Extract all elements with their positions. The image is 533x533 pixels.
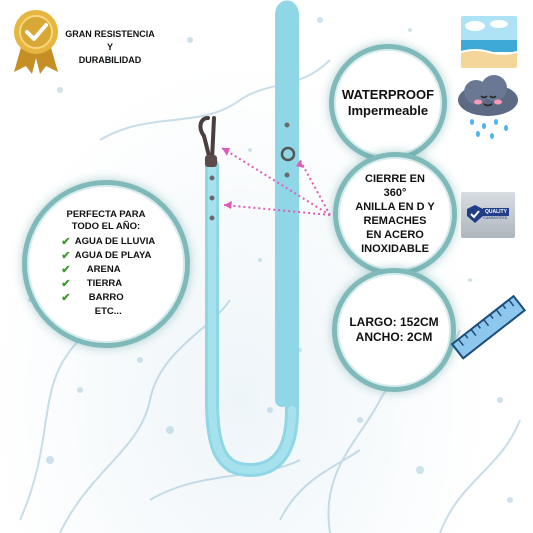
features-circle: PERFECTA PARA TODO EL AÑO: ✔ AGUA DE LLU… (22, 180, 190, 348)
quality-sub: GUARANTEED (483, 216, 508, 220)
closure-line-4: REMACHES (363, 215, 427, 227)
quality-guaranteed-icon: QUALITY GUARANTEED (461, 192, 515, 238)
closure-line-2: 360° (383, 187, 407, 199)
feature-item: ✔ ARENA (57, 263, 120, 277)
size-circle: LARGO: 152CM ANCHO: 2CM (332, 268, 456, 392)
feature-item: ✔ BARRO (57, 291, 123, 305)
check-icon: ✔ (61, 292, 71, 304)
closure-circle: CIERRE EN 360° ANILLA EN D Y REMACHES EN… (333, 152, 457, 276)
check-icon: ✔ (61, 278, 71, 290)
features-title-1: PERFECTA PARA (66, 209, 146, 220)
badge-line-3: DURABILIDAD (78, 55, 142, 65)
features-list: ✔ AGUA DE LLUVIA ✔ AGUA DE PLAYA ✔ ARENA… (57, 235, 155, 319)
badge-text: GRAN RESISTENCIA Y DURABILIDAD (64, 28, 156, 67)
badge-line-1: GRAN RESISTENCIA (65, 29, 155, 39)
waterproof-subtitle: Impermeable (347, 103, 429, 118)
quality-label: QUALITY (483, 208, 509, 216)
waterproof-circle: WATERPROOF Impermeable (329, 44, 447, 162)
feature-item: ✔ AGUA DE LLUVIA (57, 235, 155, 249)
closure-line-6: INOXIDABLE (361, 243, 429, 255)
rain-cloud-icon (454, 74, 522, 140)
award-ribbon-icon (8, 6, 64, 74)
feature-item: ✔ TIERRA (57, 277, 122, 291)
ruler-icon (448, 288, 530, 368)
check-icon: ✔ (61, 250, 71, 262)
waterproof-title: WATERPROOF (341, 87, 435, 102)
feature-item: ✔ AGUA DE PLAYA (57, 249, 151, 263)
check-icon: ✔ (61, 236, 71, 248)
closure-line-3: ANILLA EN D Y (355, 201, 435, 213)
closure-line-1: CIERRE EN (365, 173, 425, 185)
features-title-2: TODO EL AÑO: (71, 221, 141, 232)
size-length: LARGO: 152CM (349, 315, 439, 329)
check-icon: ✔ (61, 264, 71, 276)
size-width: ANCHO: 2CM (355, 330, 433, 344)
feature-extra: ETC... (94, 306, 122, 317)
badge-line-2: Y (106, 42, 113, 52)
closure-line-5: EN ACERO (366, 229, 424, 241)
beach-icon (461, 16, 517, 68)
